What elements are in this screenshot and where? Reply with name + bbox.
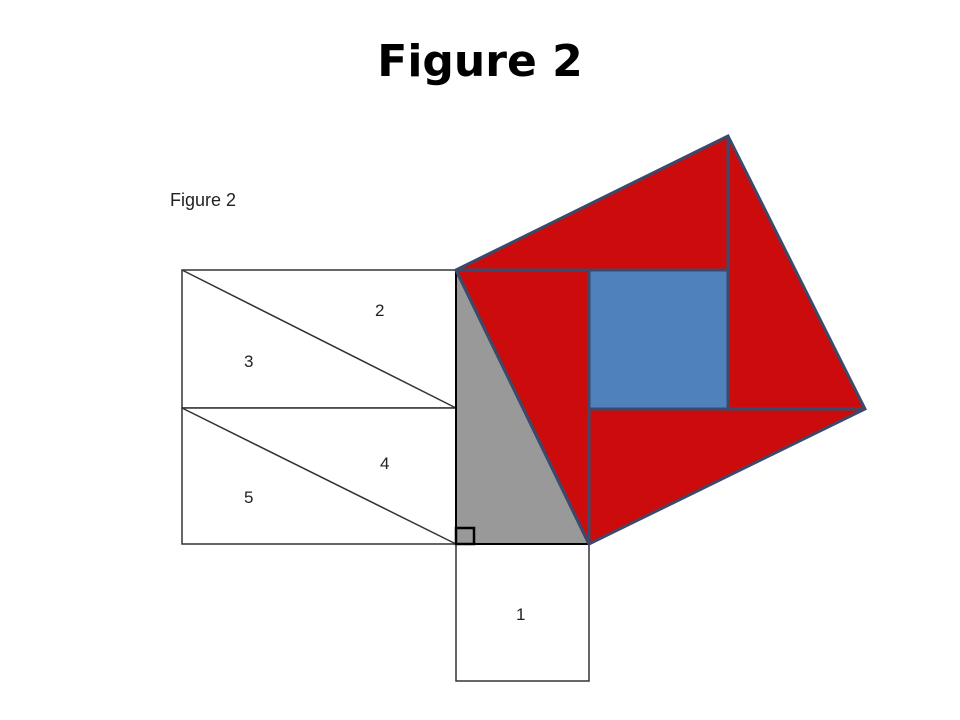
hypotenuse <box>454 269 591 545</box>
piece-label-3: 3 <box>244 352 253 371</box>
slide-title: Figure 2 <box>377 36 583 87</box>
left-rectangles <box>181 269 457 545</box>
figure-caption: Figure 2 <box>170 190 236 210</box>
dissection-lines <box>456 136 865 544</box>
piece-label-4: 4 <box>380 454 389 473</box>
lower-diagonal <box>181 407 457 545</box>
right-angle-marker <box>454 526 476 546</box>
piece-label-5: 5 <box>244 488 253 507</box>
upper-diagonal <box>181 269 457 409</box>
piece-label-1: 1 <box>516 605 525 624</box>
inner-blue-square <box>587 268 730 411</box>
piece-label-2: 2 <box>375 301 384 320</box>
